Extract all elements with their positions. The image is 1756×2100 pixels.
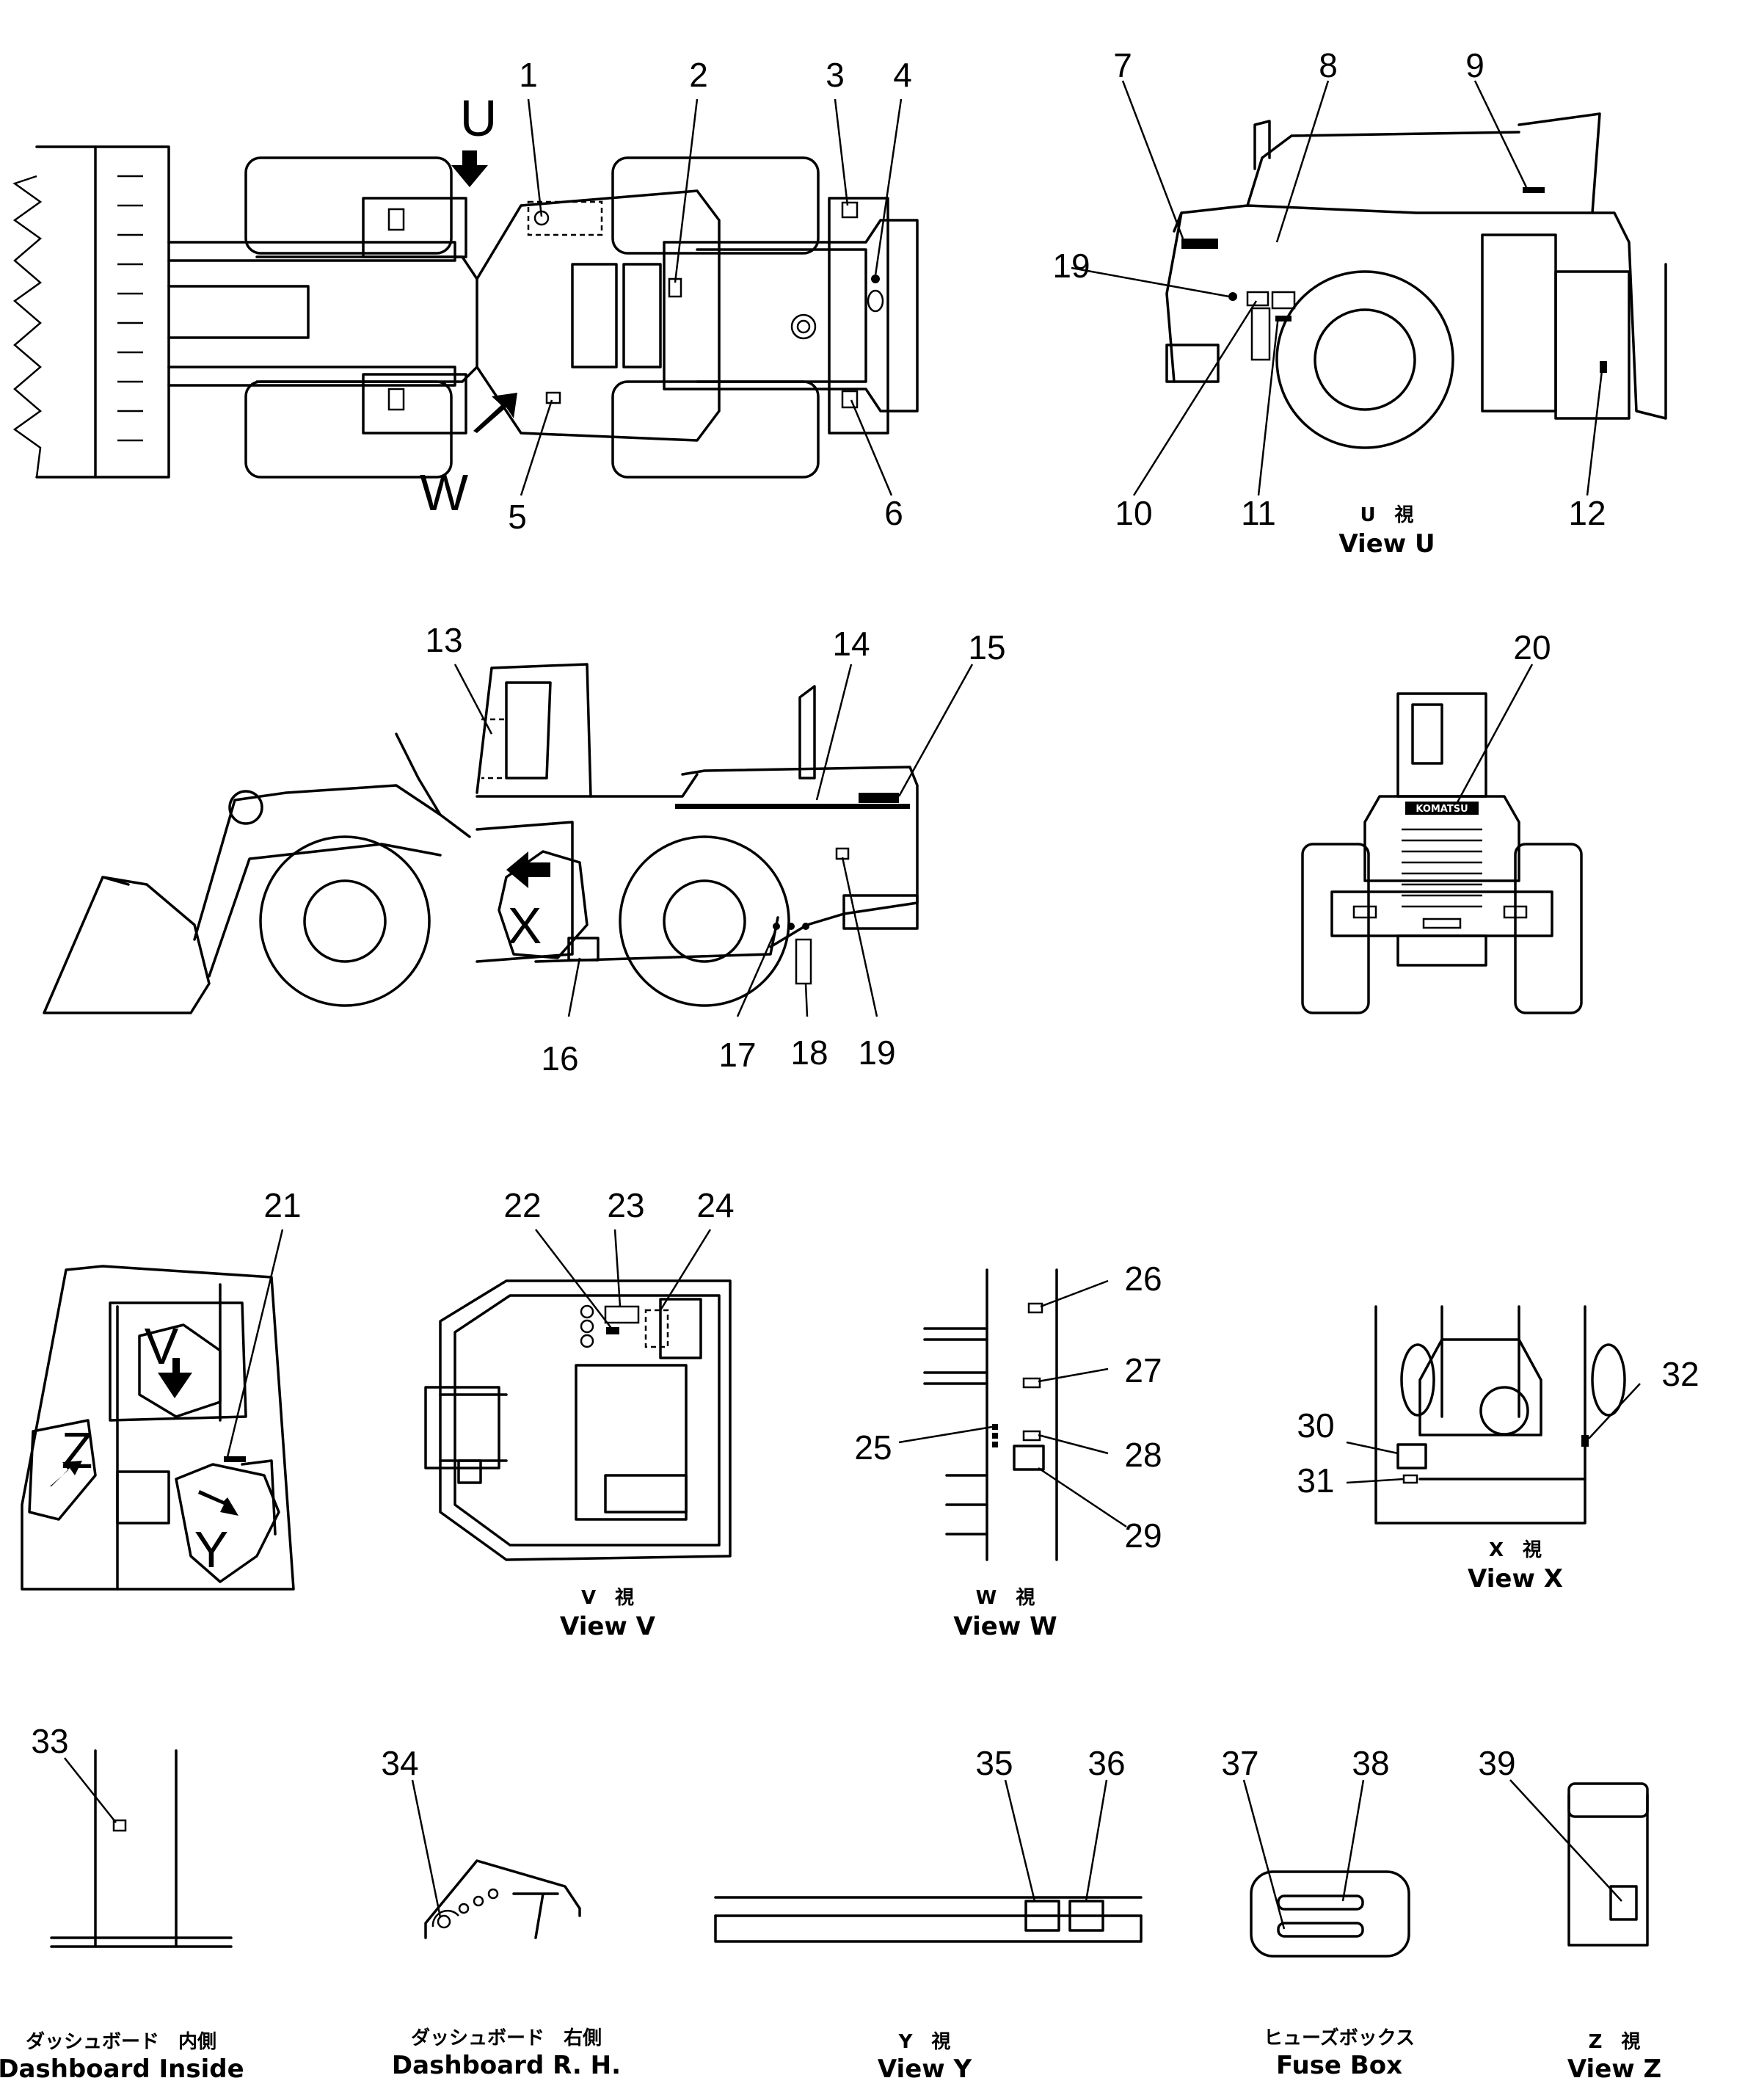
callout-34: 34 <box>381 1744 418 1782</box>
caption-view-z-ja: Z 視 <box>1589 2031 1641 2053</box>
view-z <box>1567 1782 1649 1947</box>
view-marker-v: V <box>145 1318 179 1375</box>
callout-22: 22 <box>503 1186 541 1224</box>
callout-36: 36 <box>1088 1744 1125 1782</box>
callout-16: 16 <box>541 1039 578 1078</box>
callout-1: 1 <box>519 56 538 94</box>
caption-dash-inside-en: Dashboard Inside <box>0 2054 244 2084</box>
view-marker-x: X <box>508 897 542 954</box>
callout-9: 9 <box>1465 46 1484 84</box>
caption-view-y-ja: Y 視 <box>898 2031 951 2053</box>
view-marker-w: W <box>420 464 468 521</box>
caption-view-x-ja: X 視 <box>1489 1539 1542 1561</box>
view-marker-z: Z <box>62 1422 93 1479</box>
leader-lines <box>64 80 1641 1930</box>
view-v <box>424 1279 732 1561</box>
caption-dash-rh-en: Dashboard R. H. <box>392 2051 621 2080</box>
callout-8: 8 <box>1319 46 1338 84</box>
caption-view-w-en: View W <box>953 1612 1057 1641</box>
top-view <box>12 145 919 479</box>
caption-dash-inside-ja: ダッシュボード 内側 <box>26 2030 216 2053</box>
callout-23: 23 <box>607 1186 644 1224</box>
caption-view-x-en: View X <box>1468 1564 1563 1594</box>
callout-5: 5 <box>508 498 527 536</box>
callout-30: 30 <box>1297 1406 1334 1445</box>
caption-view-u-ja: U 視 <box>1360 504 1413 526</box>
callout-13: 13 <box>425 621 462 659</box>
callout-20: 20 <box>1513 628 1551 666</box>
callout-4: 4 <box>893 56 912 94</box>
caption-fuse-box-ja: ヒューズボックス <box>1264 2027 1415 2049</box>
caption-view-v-en: View V <box>560 1612 656 1641</box>
view-marker-y: Y <box>194 1521 229 1578</box>
callout-12: 12 <box>1568 494 1606 532</box>
callout-33: 33 <box>31 1722 68 1760</box>
callout-15: 15 <box>968 628 1005 666</box>
fuse-box-view <box>1250 1870 1410 1958</box>
callout-3: 3 <box>826 56 845 94</box>
callout-25: 25 <box>854 1428 892 1467</box>
dashboard-rh-view <box>424 1859 581 1939</box>
callout-7: 7 <box>1113 46 1132 84</box>
callout-19-top: 19 <box>1052 247 1090 285</box>
callout-14: 14 <box>832 625 870 663</box>
callout-24: 24 <box>696 1186 734 1224</box>
callout-31: 31 <box>1297 1461 1334 1500</box>
callout-32: 32 <box>1661 1355 1699 1393</box>
callout-labels: 1 2 3 4 5 6 7 8 9 10 11 12 19 13 14 15 1… <box>31 46 1699 1782</box>
callout-26: 26 <box>1124 1260 1162 1298</box>
view-w <box>923 1268 1058 1561</box>
callout-37: 37 <box>1221 1744 1258 1782</box>
callout-2: 2 <box>689 56 708 94</box>
callout-35: 35 <box>975 1744 1013 1782</box>
view-y <box>714 1896 1143 1943</box>
callout-18: 18 <box>790 1033 828 1072</box>
callout-11: 11 <box>1241 494 1276 532</box>
callout-29: 29 <box>1124 1516 1162 1555</box>
callout-38: 38 <box>1352 1744 1389 1782</box>
callout-39: 39 <box>1478 1744 1515 1782</box>
caption-view-v-ja: V 視 <box>581 1587 634 1609</box>
captions: U 視 View U V 視 View V W 視 View W X 視 Vie… <box>0 504 1661 2084</box>
caption-view-w-ja: W 視 <box>976 1587 1035 1609</box>
callout-6: 6 <box>884 494 903 532</box>
caption-view-z-en: View Z <box>1567 2054 1661 2084</box>
view-markers: U W X V Y Z <box>62 90 542 1578</box>
front-view <box>1301 692 1583 1014</box>
caption-fuse-box-en: Fuse Box <box>1276 2051 1402 2080</box>
caption-dash-rh-ja: ダッシュボード 右側 <box>411 2027 602 2049</box>
brand-plate-text: KOMATSU <box>1416 804 1468 815</box>
callout-10: 10 <box>1115 494 1152 532</box>
view-x <box>1374 1305 1626 1525</box>
callout-19-side: 19 <box>858 1033 895 1072</box>
callout-27: 27 <box>1124 1351 1162 1389</box>
callout-17: 17 <box>718 1036 756 1074</box>
caption-view-u-en: View U <box>1338 529 1435 559</box>
dashboard-inside-view <box>50 1749 233 1948</box>
view-u <box>1165 112 1667 449</box>
callout-28: 28 <box>1124 1436 1162 1474</box>
caption-view-y-en: View Y <box>878 2054 972 2084</box>
callout-21: 21 <box>263 1186 301 1224</box>
side-view <box>43 663 919 1014</box>
view-marker-u: U <box>460 90 498 147</box>
